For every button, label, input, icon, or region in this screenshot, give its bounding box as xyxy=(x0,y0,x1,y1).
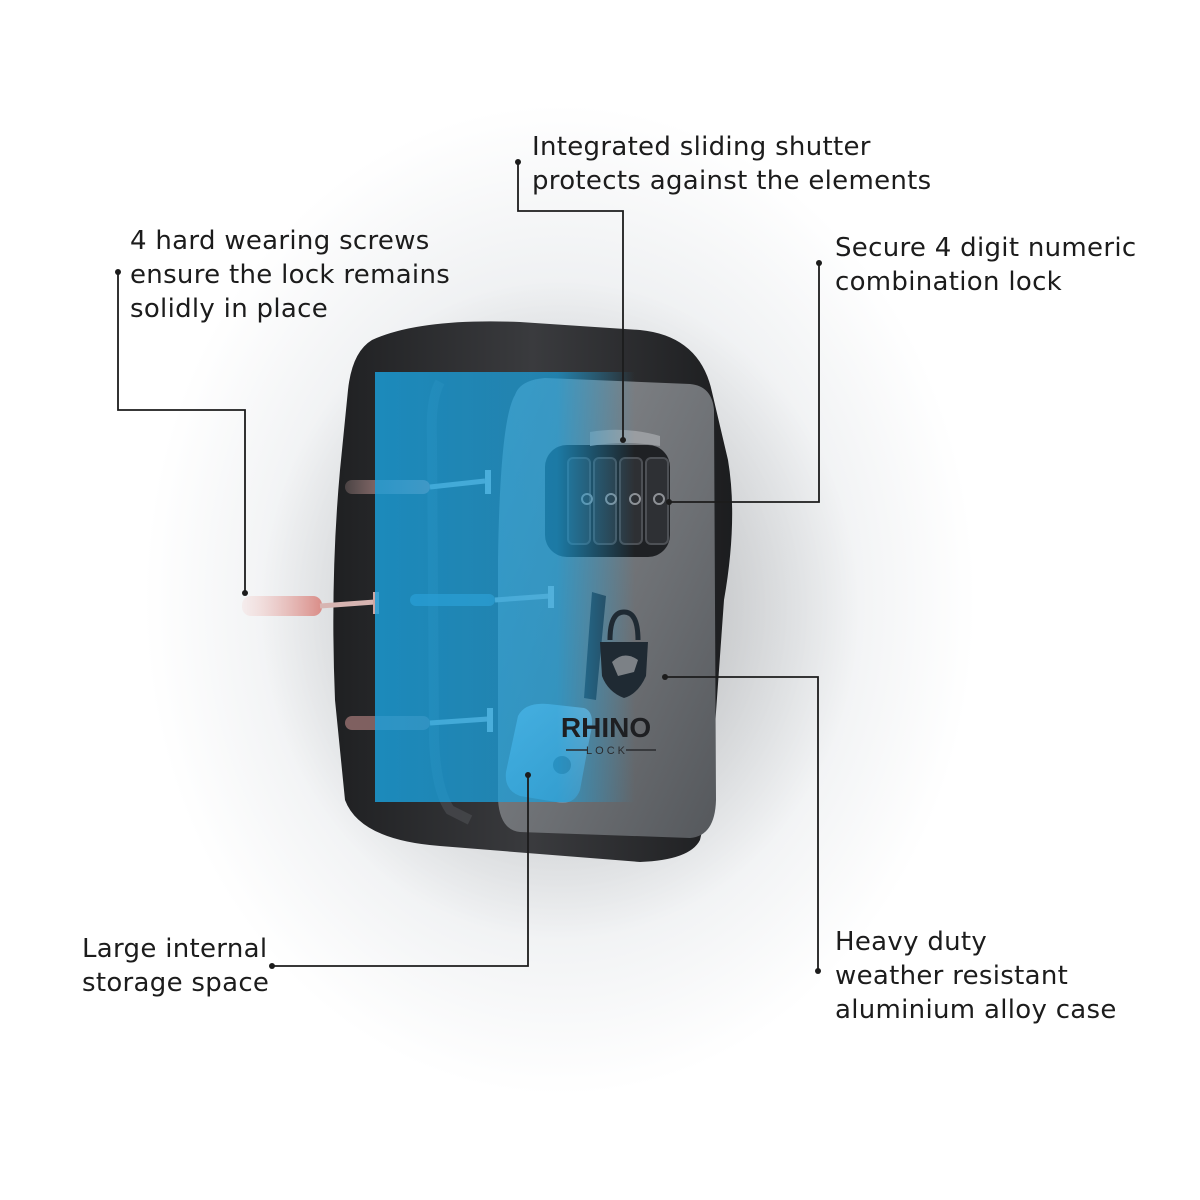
leader-dots xyxy=(115,159,822,974)
brand-sub: LOCK xyxy=(586,745,628,757)
screws-leader-line xyxy=(117,272,246,592)
padlock-rhino-icon xyxy=(600,609,648,698)
dial-4 xyxy=(645,457,669,545)
callout-line: solidly in place xyxy=(130,294,328,324)
internal-cutaway-overlay xyxy=(375,372,635,802)
callout-line: 4 hard wearing screws xyxy=(130,226,430,256)
brand-name: RHINO xyxy=(561,712,651,743)
callout-line: storage space xyxy=(82,968,270,998)
callout-line: Integrated sliding shutter xyxy=(532,132,871,162)
case-leader-line xyxy=(665,676,819,971)
callout-line: aluminium alloy case xyxy=(835,995,1117,1025)
callout-line: Large internal xyxy=(82,934,268,964)
storage-leader-line xyxy=(272,775,529,967)
callout-line: ensure the lock remains xyxy=(130,260,451,290)
brand-logo: RHINO LOCK xyxy=(561,609,656,757)
callout-line: combination lock xyxy=(835,267,1063,297)
callout-line: Heavy duty xyxy=(835,927,988,957)
callout-line: protects against the elements xyxy=(532,166,932,196)
callout-line: Secure 4 digit numeric xyxy=(835,233,1137,263)
combination-leader-line xyxy=(669,263,820,503)
callout-alloy-case: Heavy duty weather resistant aluminium a… xyxy=(835,925,1117,1027)
callout-sliding-shutter: Integrated sliding shutter protects agai… xyxy=(532,130,932,198)
shutter-leader-line xyxy=(517,162,624,438)
callout-combination-lock: Secure 4 digit numeric combination lock xyxy=(835,231,1136,299)
callout-screws: 4 hard wearing screws ensure the lock re… xyxy=(130,224,450,326)
leader-lines xyxy=(117,162,820,971)
callout-storage-space: Large internal storage space xyxy=(82,932,269,1000)
callout-line: weather resistant xyxy=(835,961,1069,991)
